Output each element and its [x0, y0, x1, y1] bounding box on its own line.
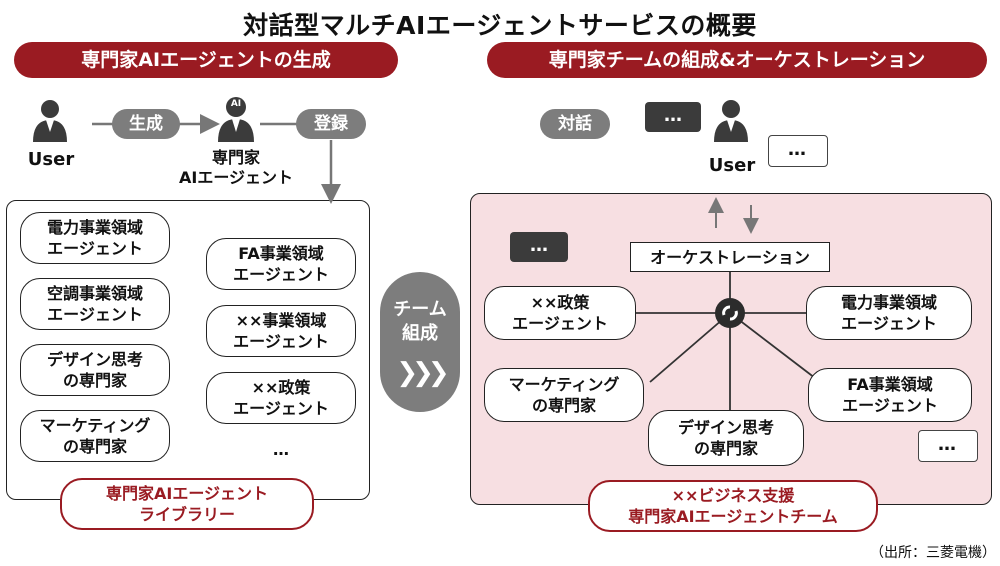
team-formation-label: チーム 組成 [393, 299, 447, 344]
library-item: 空調事業領域 エージェント [20, 278, 170, 330]
expert-agent-label: 専門家 AIエージェント [178, 148, 294, 187]
chat-bubble-text: … [788, 139, 806, 160]
team-node: FA事業領域 エージェント [808, 368, 972, 422]
team-node: 電力事業領域 エージェント [806, 286, 972, 340]
page-title: 対話型マルチAIエージェントサービスの概要 [243, 11, 757, 40]
dialogue-label: 対話 [540, 109, 610, 139]
orchestration-hub-icon [715, 298, 745, 328]
chat-bubble-text: … [938, 434, 956, 455]
library-item: 電力事業領域 エージェント [20, 212, 170, 264]
library-item: ××事業領域 エージェント [206, 305, 356, 357]
chevron-arrows-icon: ❯❯❯ [396, 358, 449, 388]
ai-icon-text: AI [230, 99, 242, 109]
agent-team-footer: ××ビジネス支援 専門家AIエージェントチーム [588, 480, 878, 532]
agent-library-footer: 専門家AIエージェント ライブラリー [60, 478, 314, 530]
user-icon [33, 100, 67, 142]
library-item: ××政策 エージェント [206, 372, 356, 424]
source-note: （出所：三菱電機） [870, 545, 996, 561]
team-formation-badge [380, 272, 460, 412]
team-node: ××政策 エージェント [484, 286, 636, 340]
chat-bubble-icon [510, 232, 568, 262]
chat-bubble-text: … [530, 235, 548, 256]
chat-bubble-icon [918, 430, 978, 462]
team-node: マーケティング の専門家 [484, 368, 644, 422]
library-item: マーケティング の専門家 [20, 410, 170, 462]
right-section-banner: 専門家チームの組成&オーケストレーション [487, 42, 987, 78]
library-item: FA事業領域 エージェント [206, 238, 356, 290]
left-section-banner: 専門家AIエージェントの生成 [14, 42, 398, 78]
chat-bubble-icon [645, 102, 701, 132]
orchestration-box: オーケストレーション [630, 242, 830, 272]
register-label: 登録 [296, 109, 366, 139]
library-ellipsis: … [273, 440, 289, 459]
user-icon [714, 100, 748, 142]
user-label: User [708, 155, 756, 176]
chat-bubble-text: … [664, 105, 682, 126]
library-item: デザイン思考 の専門家 [20, 344, 170, 396]
generate-label: 生成 [112, 109, 180, 139]
chat-bubble-icon [768, 135, 828, 167]
ai-agent-icon [218, 97, 254, 142]
user-label: User [27, 149, 75, 170]
team-node: デザイン思考 の専門家 [648, 410, 804, 466]
